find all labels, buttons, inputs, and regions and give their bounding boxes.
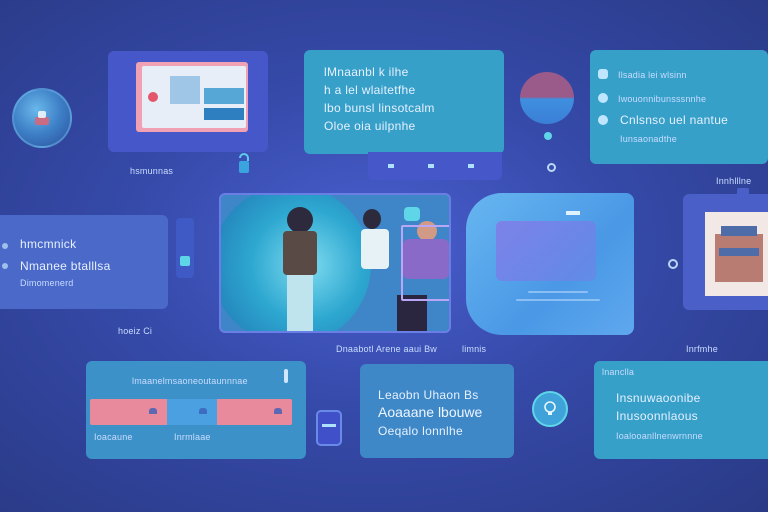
top-right-line-4: Iunsaonadthe <box>620 134 677 144</box>
info-card-bottom-center[interactable]: Leaobn Uhaon Bs Aoaaane lbouwe Oeqalo lo… <box>360 364 514 458</box>
bullet-icon <box>598 93 608 103</box>
avatar-icon[interactable] <box>520 72 574 124</box>
preview-window-frame <box>136 62 248 132</box>
person-body-1 <box>283 231 317 275</box>
bottom-right-line-1: Insnuwaoonibe <box>616 391 701 405</box>
dot-icon[interactable] <box>544 132 552 140</box>
bottom-center-line-2: Aoaaane lbouwe <box>378 404 483 420</box>
bullet-icon <box>598 69 608 79</box>
top-right-line-2: Iwouonnibunsssnnhe <box>618 94 707 104</box>
info-card-mid-left[interactable]: hmcmnick Nmanee btalllsa Dimomenerd <box>0 215 168 309</box>
progress-card[interactable]: lmaanelmsaoneoutaunnnae Ioacaune Inrmlaa… <box>86 361 306 459</box>
top-right-line-3: Cnlsnso uel nantue <box>620 113 729 127</box>
toolbar-dot-3[interactable] <box>468 164 474 168</box>
progress-marker-icon <box>148 408 157 414</box>
toolbar-dot-1[interactable] <box>388 164 394 168</box>
mid-left-dot <box>2 243 8 249</box>
glass-preview-shape <box>496 221 596 281</box>
glass-preview-panel[interactable] <box>466 193 634 335</box>
progress-segment-1 <box>90 399 167 425</box>
person-body-3 <box>403 239 449 279</box>
toolbar-strip[interactable] <box>368 152 502 180</box>
bottom-center-line-1: Leaobn Uhaon Bs <box>378 388 479 402</box>
bullet-icon <box>598 115 608 125</box>
dot-icon[interactable] <box>668 259 678 269</box>
info-line-1: lMnaanbl k ilhe <box>324 65 409 79</box>
progress-segment-2 <box>166 399 218 425</box>
mid-left-line-2: Dimomenerd <box>20 278 74 288</box>
info-card-top-right[interactable]: Ilsadia lei wlsinn Iwouonnibunsssnnhe Cn… <box>590 50 768 164</box>
glass-preview-dot <box>566 211 580 215</box>
glass-preview-line <box>516 299 600 301</box>
globe-icon[interactable] <box>12 88 72 148</box>
progress-segment-3 <box>217 399 292 425</box>
progress-header: lmaanelmsaoneoutaunnnae <box>132 376 248 386</box>
person-body-2 <box>361 229 389 269</box>
top-right-caption: Innhlllne <box>716 176 752 186</box>
mid-left-tab[interactable] <box>176 218 194 278</box>
dot-icon[interactable] <box>547 163 556 172</box>
progress-marker-icon <box>199 408 208 414</box>
progress-footer: Ioacaune <box>94 432 133 442</box>
top-left-caption: hsmunnas <box>130 166 174 176</box>
progress-marker-icon <box>273 408 282 414</box>
person-figure-1 <box>287 207 313 233</box>
mid-left-heading: hmcmnick <box>20 237 77 251</box>
progress-bar[interactable] <box>90 399 292 425</box>
bottom-center-line-3: Oeqalo lonnlhe <box>378 424 463 438</box>
phone-icon[interactable] <box>316 410 342 446</box>
info-line-2: h a lel wlaitetfhe <box>324 83 416 97</box>
info-card-top-center[interactable]: lMnaanbl k ilhe h a lel wlaitetfhe lbo b… <box>304 50 504 154</box>
bottom-right-line-2: Inusoonnlaous <box>616 409 698 423</box>
mid-left-caption: hoeiz Ci <box>118 326 153 336</box>
video-caption: Dnaabotl Arene aaui Bw <box>336 344 437 354</box>
building-image <box>705 212 768 296</box>
right-image-caption: Inrfmhe <box>686 344 718 354</box>
person-figure-2 <box>363 209 381 229</box>
mid-left-dot <box>2 263 8 269</box>
mid-left-line-1: Nmanee btalllsa <box>20 259 111 273</box>
badge-icon[interactable] <box>404 207 420 221</box>
info-line-4: Oloe oia uilpnhe <box>324 119 416 133</box>
top-right-line-1: Ilsadia lei wlsinn <box>618 70 687 80</box>
bottom-right-line-3: Ioalooanllnenwrnnne <box>616 431 703 441</box>
info-card-bottom-right[interactable]: lnanclla Insnuwaoonibe Inusoonnlaous Ioa… <box>594 361 768 459</box>
person-legs-1 <box>287 275 313 331</box>
screen-inset <box>401 225 449 301</box>
building-image-card[interactable] <box>683 188 768 310</box>
bottom-right-header: lnanclla <box>602 367 635 377</box>
lightbulb-icon[interactable] <box>532 391 568 427</box>
progress-footer-2: Inrmlaae <box>174 432 211 442</box>
glass-preview-line <box>528 291 588 293</box>
video-caption-right: limnis <box>462 344 487 354</box>
card-tab-top <box>737 188 749 196</box>
toolbar-dot-2[interactable] <box>428 164 434 168</box>
desk <box>397 295 427 331</box>
preview-window-panel[interactable] <box>108 51 268 152</box>
info-line-3: lbo bunsl linsotcalm <box>324 101 435 115</box>
progress-handle[interactable] <box>284 369 288 383</box>
lock-icon[interactable] <box>237 152 251 176</box>
